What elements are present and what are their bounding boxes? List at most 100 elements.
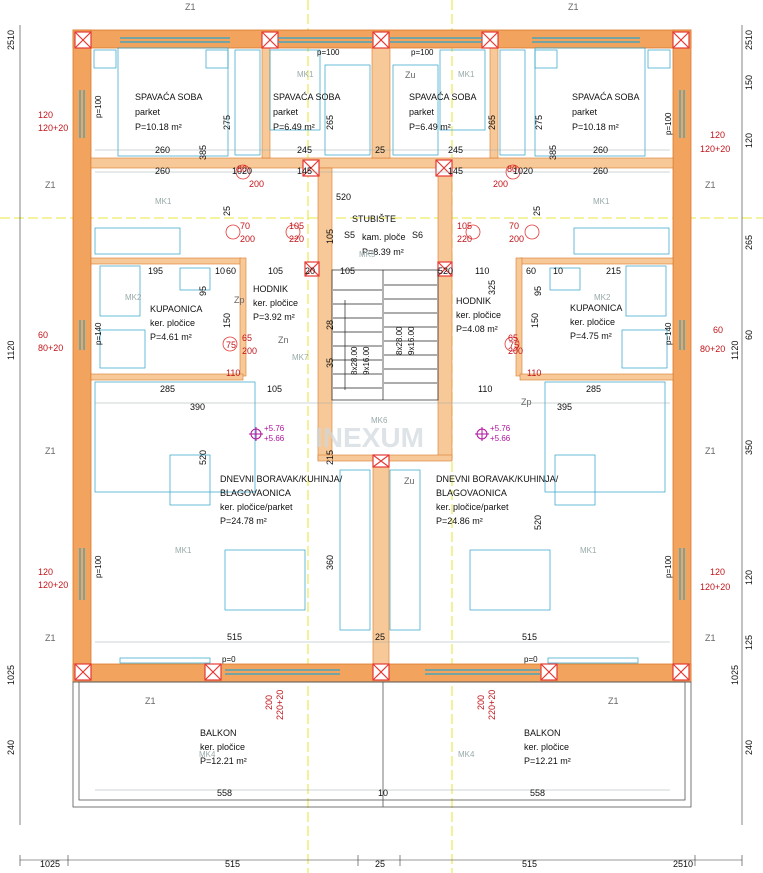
right-dim-11: 240 — [744, 740, 754, 755]
win-r120-l1: 120 — [38, 110, 53, 120]
win-r80-20-r: 80+20 — [700, 344, 725, 354]
dim-v265b: 265 — [487, 115, 497, 130]
tag-z1-l1: Z1 — [45, 180, 56, 190]
dim-h105b: 105 — [340, 266, 355, 276]
dim-h10c: 10 — [378, 788, 388, 798]
door-swings — [222, 164, 540, 352]
right-dim-5: 60 — [744, 330, 754, 340]
dim-h110b: 110 — [478, 384, 492, 394]
dim-v105: 105 — [325, 229, 335, 244]
right-dim-10: 1025 — [730, 665, 740, 685]
room-area-bed-cl: P=6.49 m² — [273, 122, 315, 132]
tag-z1-b2: Z1 — [608, 696, 619, 706]
tag-z1-l2: Z1 — [45, 446, 56, 456]
room-name-bed-r: SPAVAĆA SOBA — [572, 92, 640, 102]
room-name1-liv-l: DNEVNI BORAVAK/KUHINJA/ — [220, 474, 343, 484]
door-65-l: 65 — [242, 333, 252, 343]
win-r60-r: 60 — [713, 325, 723, 335]
room-name-bed-cr: SPAVAĆA SOBA — [409, 92, 477, 102]
dim-h215: 215 — [606, 266, 621, 276]
right-dim-8: 120 — [744, 570, 754, 585]
dim-h558a: 558 — [217, 788, 232, 798]
furniture — [93, 47, 671, 664]
dim-v28: 28 — [325, 320, 335, 330]
room-floor-hall-r: ker. pločice — [456, 310, 501, 320]
sill-side-b: p=140 — [94, 322, 103, 345]
room-name2-liv-r: BLAGOVAONICA — [436, 488, 507, 498]
room-area-hall-r: P=4.08 m² — [456, 324, 498, 334]
sill-top: p=100 — [317, 48, 340, 57]
dim-h260d: 260 — [593, 166, 608, 176]
room-floor-bed-cr: parket — [409, 107, 435, 117]
exterior-walls — [72, 29, 692, 683]
dim-h285a: 285 — [160, 384, 175, 394]
tag-zu-1: Zu — [405, 70, 416, 80]
windows — [79, 37, 685, 675]
door-105-l: 105 — [289, 221, 304, 231]
dim-h260a: 260 — [155, 145, 170, 155]
tag-mk1-a: MK1 — [155, 197, 172, 206]
dim-v25a: 25 — [222, 206, 232, 216]
dim-h25b: 25 — [375, 632, 385, 642]
room-name-hall-l: HODNIK — [253, 284, 288, 294]
dim-h515a: 515 — [227, 632, 242, 642]
bottom-dim-1: 1025 — [40, 859, 60, 869]
dim-v35: 35 — [325, 358, 335, 368]
dim-v520a: 520 — [198, 450, 208, 465]
right-dim-4: 265 — [744, 235, 754, 250]
room-name1-liv-r: DNEVNI BORAVAK/KUHINJA/ — [436, 474, 559, 484]
dim-h245b: 245 — [448, 145, 463, 155]
door-r220-20-l: 220+20 — [275, 690, 285, 720]
dim-h558b: 558 — [530, 788, 545, 798]
dim-h25a: 25 — [375, 145, 385, 155]
tag-z1-b1: Z1 — [145, 696, 156, 706]
door-110-l: 110 — [226, 368, 240, 378]
sill-side-e: p=140 — [664, 322, 673, 345]
level-l1: +5.76 — [264, 424, 285, 433]
door-105-r: 105 — [457, 221, 472, 231]
right-dim-1: 2510 — [744, 30, 754, 50]
room-area-liv-r: P=24.86 m² — [436, 516, 483, 526]
tag-z1-r2: Z1 — [705, 446, 716, 456]
balcony-outline — [72, 681, 692, 808]
dim-v275b: 275 — [534, 115, 544, 130]
dim-h245a: 245 — [297, 145, 312, 155]
sill-side-c: p=100 — [94, 555, 103, 578]
door-r220-20-r: 220+20 — [487, 690, 497, 720]
tag-zp-2: Zp — [521, 397, 532, 407]
right-dimensions: 2510 150 120 265 60 1120 350 120 125 102… — [730, 30, 754, 755]
win-r60-l: 60 — [38, 330, 48, 340]
dim-h195: 195 — [148, 266, 163, 276]
win-r120-r2: 120 — [710, 567, 725, 577]
tag-mk1-d: MK1 — [580, 546, 597, 555]
tag-mk4-a: MK4 — [199, 750, 216, 759]
door-70-l: 70 — [240, 221, 250, 231]
door-75-l: 75 — [226, 340, 236, 350]
door-200-r: 200 — [493, 179, 508, 189]
bottom-dim-5: 2510 — [673, 859, 693, 869]
left-dim-2: 1120 — [6, 341, 16, 360]
tag-mk1-b: MK1 — [593, 197, 610, 206]
dim-v360: 360 — [325, 555, 335, 570]
door-80-l: 80 — [237, 164, 247, 174]
dim-h1020b: 1020 — [513, 166, 533, 176]
dim-h520a: 520 — [336, 192, 351, 202]
level-labels: +5.76 +5.66 +5.76 +5.66 — [264, 424, 511, 443]
dim-v150a: 150 — [222, 313, 232, 328]
door-220-r: 220 — [457, 234, 472, 244]
room-area-balc-l: P=12.21 m² — [200, 756, 247, 766]
dim-v150b: 150 — [530, 313, 540, 328]
right-dim-7: 350 — [744, 440, 754, 455]
tag-mk7: MK7 — [292, 353, 309, 362]
dim-v275a: 275 — [222, 115, 232, 130]
dim-v385a: 385 — [198, 145, 208, 160]
dim-v385b: 385 — [548, 145, 558, 160]
right-dim-3: 120 — [744, 133, 754, 148]
dim-h395: 395 — [557, 402, 572, 412]
dimension-frame — [19, 25, 743, 866]
bottom-dim-4: 515 — [522, 859, 537, 869]
room-floor-hall-l: ker. pločice — [253, 298, 298, 308]
left-dimensions: 2510 1120 1025 240 — [6, 30, 16, 755]
level-markers — [249, 427, 489, 441]
win-r120-20-l1: 120+20 — [38, 123, 68, 133]
